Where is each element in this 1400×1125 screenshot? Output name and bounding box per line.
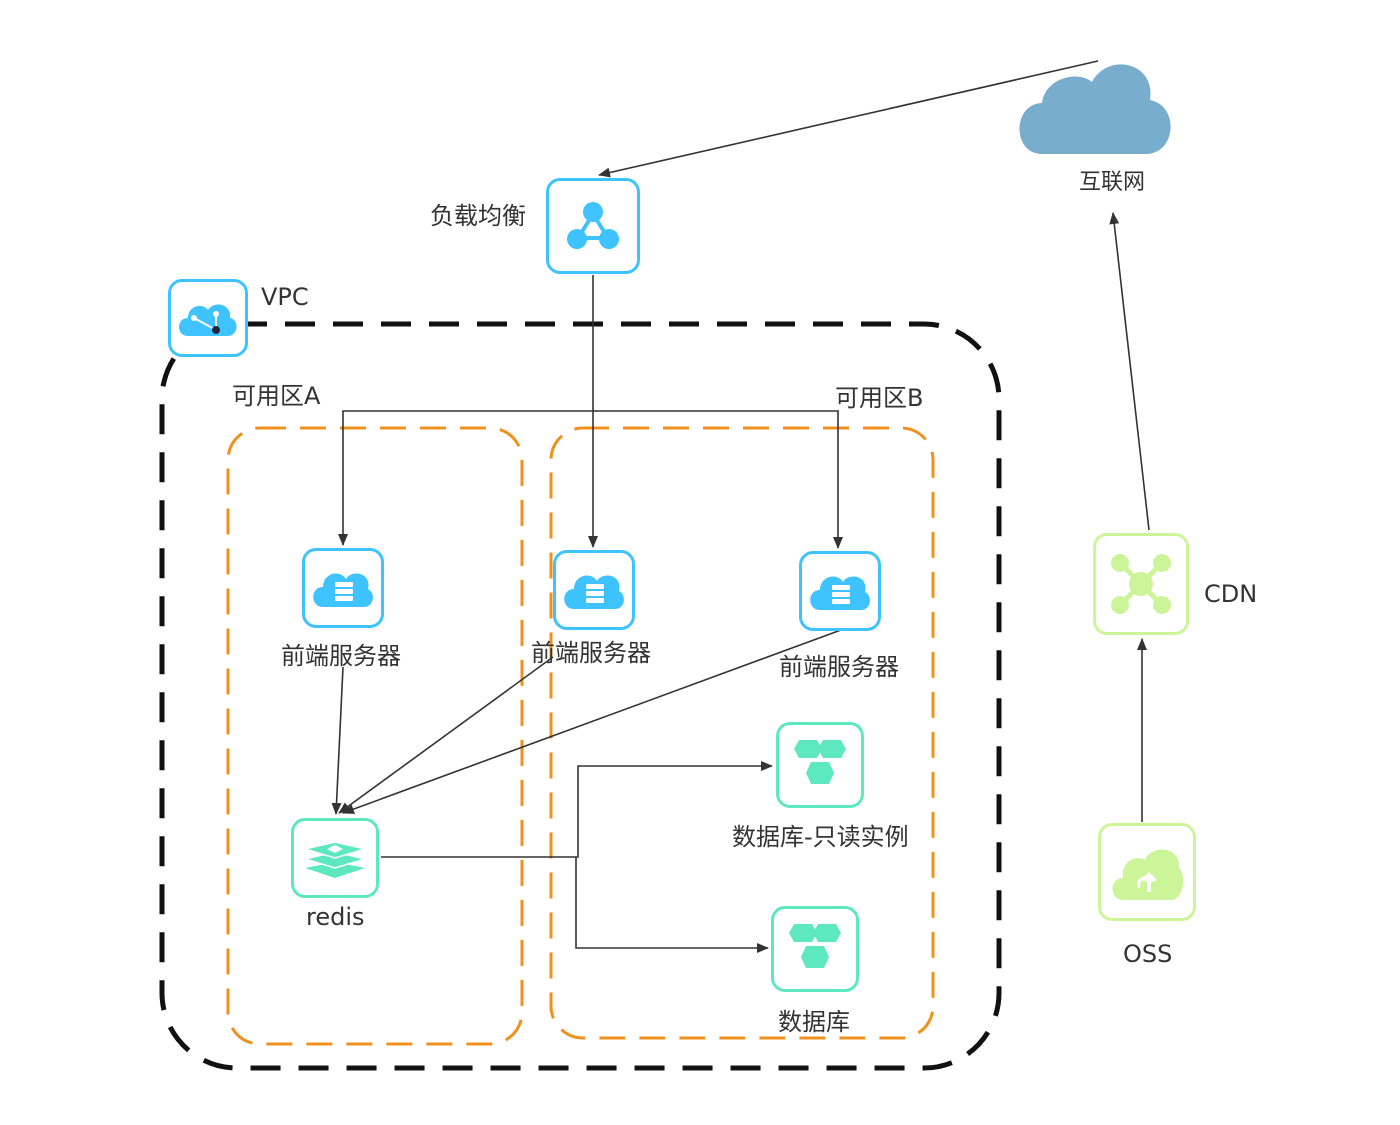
server-cloud-icon	[799, 551, 881, 631]
vpc-boundary	[159, 321, 1002, 1071]
internet-label: 互联网	[1079, 170, 1146, 195]
edge-frontend-3-to-redis	[342, 629, 842, 814]
cdn-icon	[1093, 533, 1189, 635]
zone-b-label: 可用区B	[835, 384, 924, 412]
edge-frontend-2-to-redis	[338, 656, 554, 814]
edge-redis-to-db-readonly	[381, 761, 773, 858]
db-label: 数据库	[778, 1008, 850, 1036]
frontend-server-1-label: 前端服务器	[281, 642, 401, 670]
database-icon	[776, 722, 864, 808]
load-balancer-icon	[546, 178, 640, 274]
vpc-label: VPC	[261, 283, 309, 311]
edge-load-balancer-to-frontend-3	[593, 410, 843, 549]
cloud-icon	[1019, 64, 1171, 154]
frontend-server-2-label: 前端服务器	[531, 639, 651, 667]
redis-icon	[291, 818, 379, 898]
zone-a-label: 可用区A	[232, 382, 321, 410]
frontend-server-3-label: 前端服务器	[779, 653, 899, 681]
zone-b-boundary	[549, 426, 935, 1040]
edge-frontend-1-to-redis	[331, 666, 344, 815]
vpc-icon	[168, 279, 248, 357]
server-cloud-icon	[302, 548, 384, 628]
edge-internet-to-load-balancer	[598, 60, 1099, 178]
edge-redis-to-db	[575, 857, 769, 953]
load-balancer-label: 负载均衡	[430, 202, 526, 230]
edge-cdn-to-internet	[1109, 212, 1150, 531]
db-readonly-label: 数据库-只读实例	[732, 823, 909, 851]
zone-a-boundary	[226, 426, 524, 1046]
cdn-label: CDN	[1204, 580, 1258, 608]
server-cloud-icon	[553, 550, 635, 630]
oss-icon	[1098, 823, 1196, 921]
redis-label: redis	[306, 903, 365, 931]
edge-load-balancer-to-frontend-1	[338, 410, 593, 546]
oss-label: OSS	[1123, 940, 1173, 968]
database-icon	[771, 906, 859, 992]
